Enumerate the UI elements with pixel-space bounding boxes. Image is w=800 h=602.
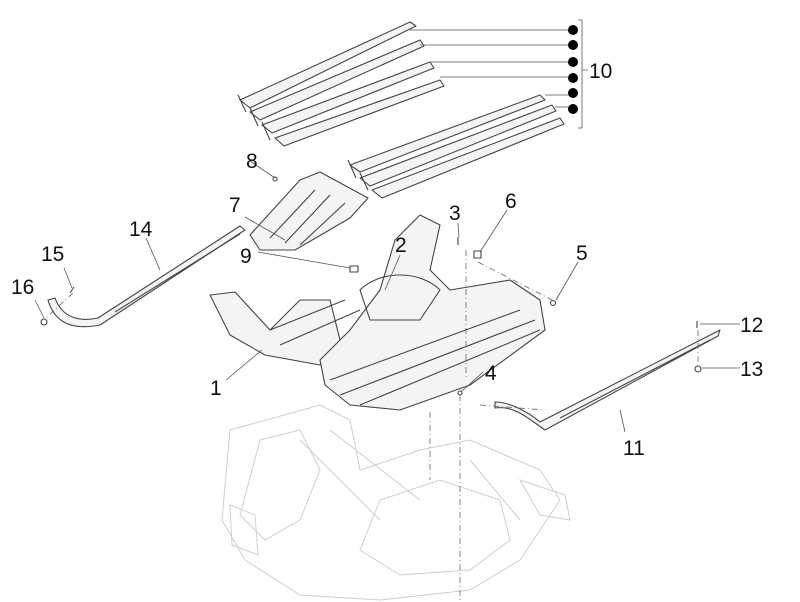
- callout-2: 2: [395, 234, 407, 257]
- callout-13: 13: [740, 358, 763, 381]
- part-1-floor: [209, 214, 546, 411]
- bullet: [568, 57, 578, 67]
- bullet: [568, 73, 578, 83]
- part-11-rail: [494, 329, 721, 431]
- callout-6: 6: [505, 190, 517, 213]
- part-6-clip: [473, 250, 482, 259]
- part-13-nut: [694, 365, 702, 373]
- bullet: [568, 40, 578, 50]
- callout-8: 8: [246, 150, 258, 173]
- part-7-cover: [249, 171, 369, 273]
- callout-14: 14: [129, 218, 153, 241]
- callout-10: 10: [589, 60, 612, 83]
- callout-11: 11: [623, 437, 645, 460]
- callout-15: 15: [41, 243, 64, 266]
- callout-12: 12: [740, 314, 763, 337]
- callout-9: 9: [240, 245, 252, 268]
- bullet: [568, 25, 578, 35]
- callout-5: 5: [576, 242, 588, 265]
- part-10-strips: [237, 21, 565, 199]
- part-5-screw: [549, 299, 557, 307]
- callout-16: 16: [11, 276, 34, 299]
- callout-3: 3: [449, 202, 461, 225]
- fasteners: [457, 237, 702, 396]
- callout-4: 4: [485, 362, 497, 385]
- bullet: [568, 88, 578, 98]
- callout-1: 1: [210, 377, 222, 400]
- bullet: [568, 104, 578, 114]
- assembly-lines: [45, 250, 699, 600]
- part-14-rail: [40, 225, 246, 328]
- group-10-bullets: [568, 25, 578, 114]
- ghost-frame: [221, 404, 571, 601]
- callout-labels: 1 2 3 4 5 6 7 8 9 10 11 12 13 14 15 16: [11, 60, 763, 460]
- leader-lines: [34, 19, 740, 433]
- callout-7: 7: [229, 194, 241, 217]
